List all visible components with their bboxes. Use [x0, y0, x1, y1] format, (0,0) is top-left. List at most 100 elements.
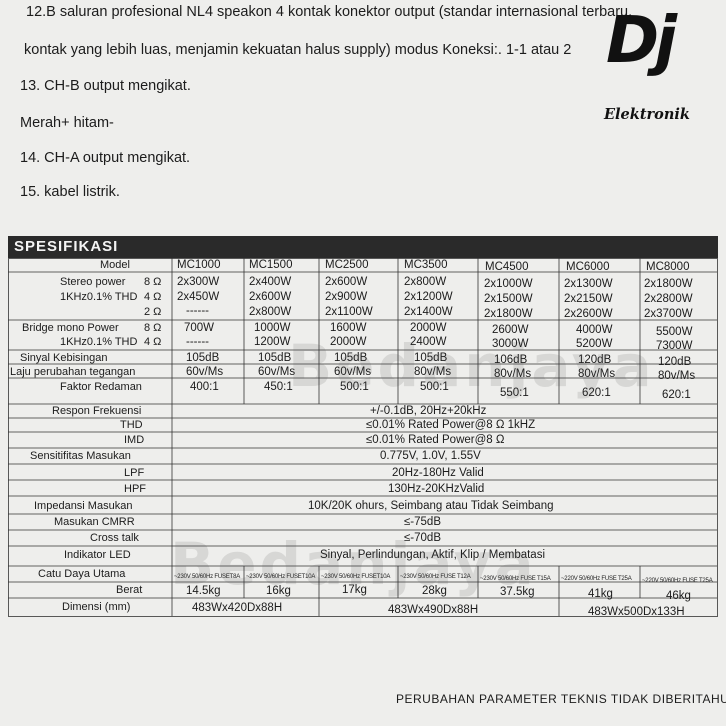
label-cmrr: Masukan CMRR — [54, 516, 135, 528]
slew-value: 60v/Ms — [334, 366, 372, 378]
slew-value: 80v/Ms — [658, 370, 696, 382]
weight-value: 14.5kg — [186, 585, 221, 597]
stereo-2ohm-value: 2x800W — [249, 306, 292, 318]
intro-line-red-black: Merah+ hitam- — [20, 115, 114, 131]
slew-value: 60v/Ms — [186, 366, 224, 378]
spec-section-title: SPESIFIKASI — [14, 238, 119, 255]
label-sens: Sensitifitas Masukan — [30, 450, 131, 462]
bridge-8ohm-value: 2600W — [492, 324, 529, 336]
stereo-4ohm-value: 2x2150W — [564, 293, 613, 305]
thd-value: ≤0.01% Rated Power@8 Ω 1kHZ — [366, 419, 536, 431]
label-slew: Laju perubahan tegangan — [10, 366, 136, 378]
label-bridge-4ohm: 4 Ω — [144, 336, 162, 348]
damping-value: 620:1 — [662, 389, 691, 401]
intro-line-12: 12.B saluran profesional NL4 speakon 4 k… — [26, 4, 633, 20]
stereo-4ohm-value: 2x600W — [249, 291, 292, 303]
stereo-2ohm-value: 2x1400W — [404, 306, 453, 318]
power-value: ~230V 50/60Hz FUSE T12A — [400, 574, 471, 580]
label-thd: THD — [120, 419, 143, 431]
spec-grid-lines — [8, 258, 718, 617]
label-stereo-8ohm: 8 Ω — [144, 276, 162, 288]
label-stereo-power: Stereo power — [60, 276, 126, 288]
label-weight: Berat — [116, 584, 143, 596]
damping-value: 500:1 — [420, 381, 449, 393]
bridge-4ohm-value: 1200W — [254, 336, 291, 348]
label-stereo-thd: 1KHz0.1% THD — [60, 291, 138, 303]
weight-value: 37.5kg — [500, 586, 535, 598]
label-stereo-2ohm: 2 Ω — [144, 306, 162, 318]
label-lpf: LPF — [124, 467, 145, 479]
weight-value: 46kg — [666, 590, 691, 602]
watermark-text: Bedanjaya — [288, 332, 655, 400]
stereo-8ohm-value: 2x1300W — [564, 278, 613, 290]
stereo-4ohm-value: 2x450W — [177, 291, 220, 303]
stereo-8ohm-value: 2x1800W — [644, 278, 693, 290]
lpf-value: 20Hz-180Hz Valid — [392, 467, 484, 479]
model-header: MC4500 — [485, 261, 529, 273]
label-hpf: HPF — [124, 483, 146, 495]
power-value: ~230V 50/60Hz FUSET8A — [174, 574, 241, 580]
weight-value: 41kg — [588, 588, 613, 600]
bridge-4ohm-value: 2400W — [410, 336, 447, 348]
footer-note: PERUBAHAN PARAMETER TEKNIS TIDAK DIBERIT… — [396, 692, 726, 706]
bridge-8ohm-value: 1600W — [330, 322, 367, 334]
intro-line-12-cont: kontak yang lebih luas, menjamin kekuata… — [24, 42, 572, 58]
freq-value: +/-0.1dB, 20Hz+20kHz — [370, 405, 487, 417]
dj-elektronik-logo: Dj Elektronik — [598, 4, 724, 130]
stereo-8ohm-value: 2x1000W — [484, 278, 533, 290]
intro-line-13: 13. CH-B output mengikat. — [20, 78, 191, 94]
label-imp: Impedansi Masukan — [34, 500, 133, 512]
led-value: Sinyal, Perlindungan, Aktif, Klip / Memb… — [320, 549, 546, 561]
bridge-4ohm-value: 2000W — [330, 336, 367, 348]
power-value: ~220V 50/60Hz FUSE T25A — [561, 576, 632, 582]
sens-value: 0.775V, 1.0V, 1.55V — [380, 450, 481, 462]
bridge-4ohm-value: 3000W — [492, 338, 529, 350]
bridge-8ohm-value: 700W — [184, 322, 215, 334]
stereo-2ohm-value: ------ — [186, 305, 209, 317]
label-bridge-thd: 1KHz0.1% THD — [60, 336, 138, 348]
imp-value: 10K/20K ohurs, Seimbang atau Tidak Seimb… — [308, 500, 554, 512]
stereo-2ohm-value: 2x1800W — [484, 308, 533, 320]
intro-line-15: 15. kabel listrik. — [20, 184, 120, 200]
dimension-value: 483Wx490Dx88H — [388, 604, 479, 616]
model-header: MC8000 — [646, 261, 690, 273]
damping-value: 400:1 — [190, 381, 219, 393]
damping-value: 550:1 — [500, 387, 529, 399]
bridge-8ohm-value: 5500W — [656, 326, 693, 338]
slew-value: 80v/Ms — [494, 368, 532, 380]
stereo-8ohm-value: 2x300W — [177, 276, 220, 288]
stereo-4ohm-value: 2x1500W — [484, 293, 533, 305]
bridge-8ohm-value: 2000W — [410, 322, 447, 334]
snr-value: 105dB — [186, 352, 220, 364]
logo-main: Dj — [606, 4, 677, 78]
snr-value: 120dB — [578, 354, 612, 366]
power-value: ~230V 50/60Hz FUSET10A — [321, 574, 391, 580]
imd-value: ≤0.01% Rated Power@8 Ω — [366, 434, 505, 446]
cross-value: ≤-70dB — [404, 532, 441, 544]
cmrr-value: ≤-75dB — [404, 516, 441, 528]
weight-value: 16kg — [266, 585, 291, 597]
hpf-value: 130Hz-20KHzValid — [388, 483, 485, 495]
damping-value: 500:1 — [340, 381, 369, 393]
bridge-4ohm-value: 7300W — [656, 340, 693, 352]
dimension-value: 483Wx500Dx133H — [588, 606, 685, 618]
bridge-4ohm-value: 5200W — [576, 338, 613, 350]
weight-value: 28kg — [422, 585, 447, 597]
stereo-8ohm-value: 2x800W — [404, 276, 447, 288]
snr-value: 105dB — [414, 352, 448, 364]
snr-value: 120dB — [658, 356, 692, 368]
weight-value: 17kg — [342, 584, 367, 596]
model-header: MC1500 — [249, 259, 293, 271]
bridge-4ohm-value: ------ — [186, 336, 209, 348]
label-damping: Faktor Redaman — [60, 381, 142, 393]
model-header: MC6000 — [566, 261, 610, 273]
power-value: ~220V 50/60Hz FUSE T25A — [642, 578, 713, 584]
stereo-2ohm-value: 2x2600W — [564, 308, 613, 320]
watermark-text: Bedanjaya — [170, 530, 537, 598]
stereo-2ohm-value: 2x3700W — [644, 308, 693, 320]
snr-value: 106dB — [494, 354, 528, 366]
slew-value: 80v/Ms — [414, 366, 452, 378]
power-value: ~230V 50/60Hz FUSE T15A — [480, 576, 551, 582]
spec-table: Model Stereo power 1KHz0.1% THD 8 Ω 4 Ω … — [8, 258, 718, 618]
model-header: MC1000 — [177, 259, 221, 271]
